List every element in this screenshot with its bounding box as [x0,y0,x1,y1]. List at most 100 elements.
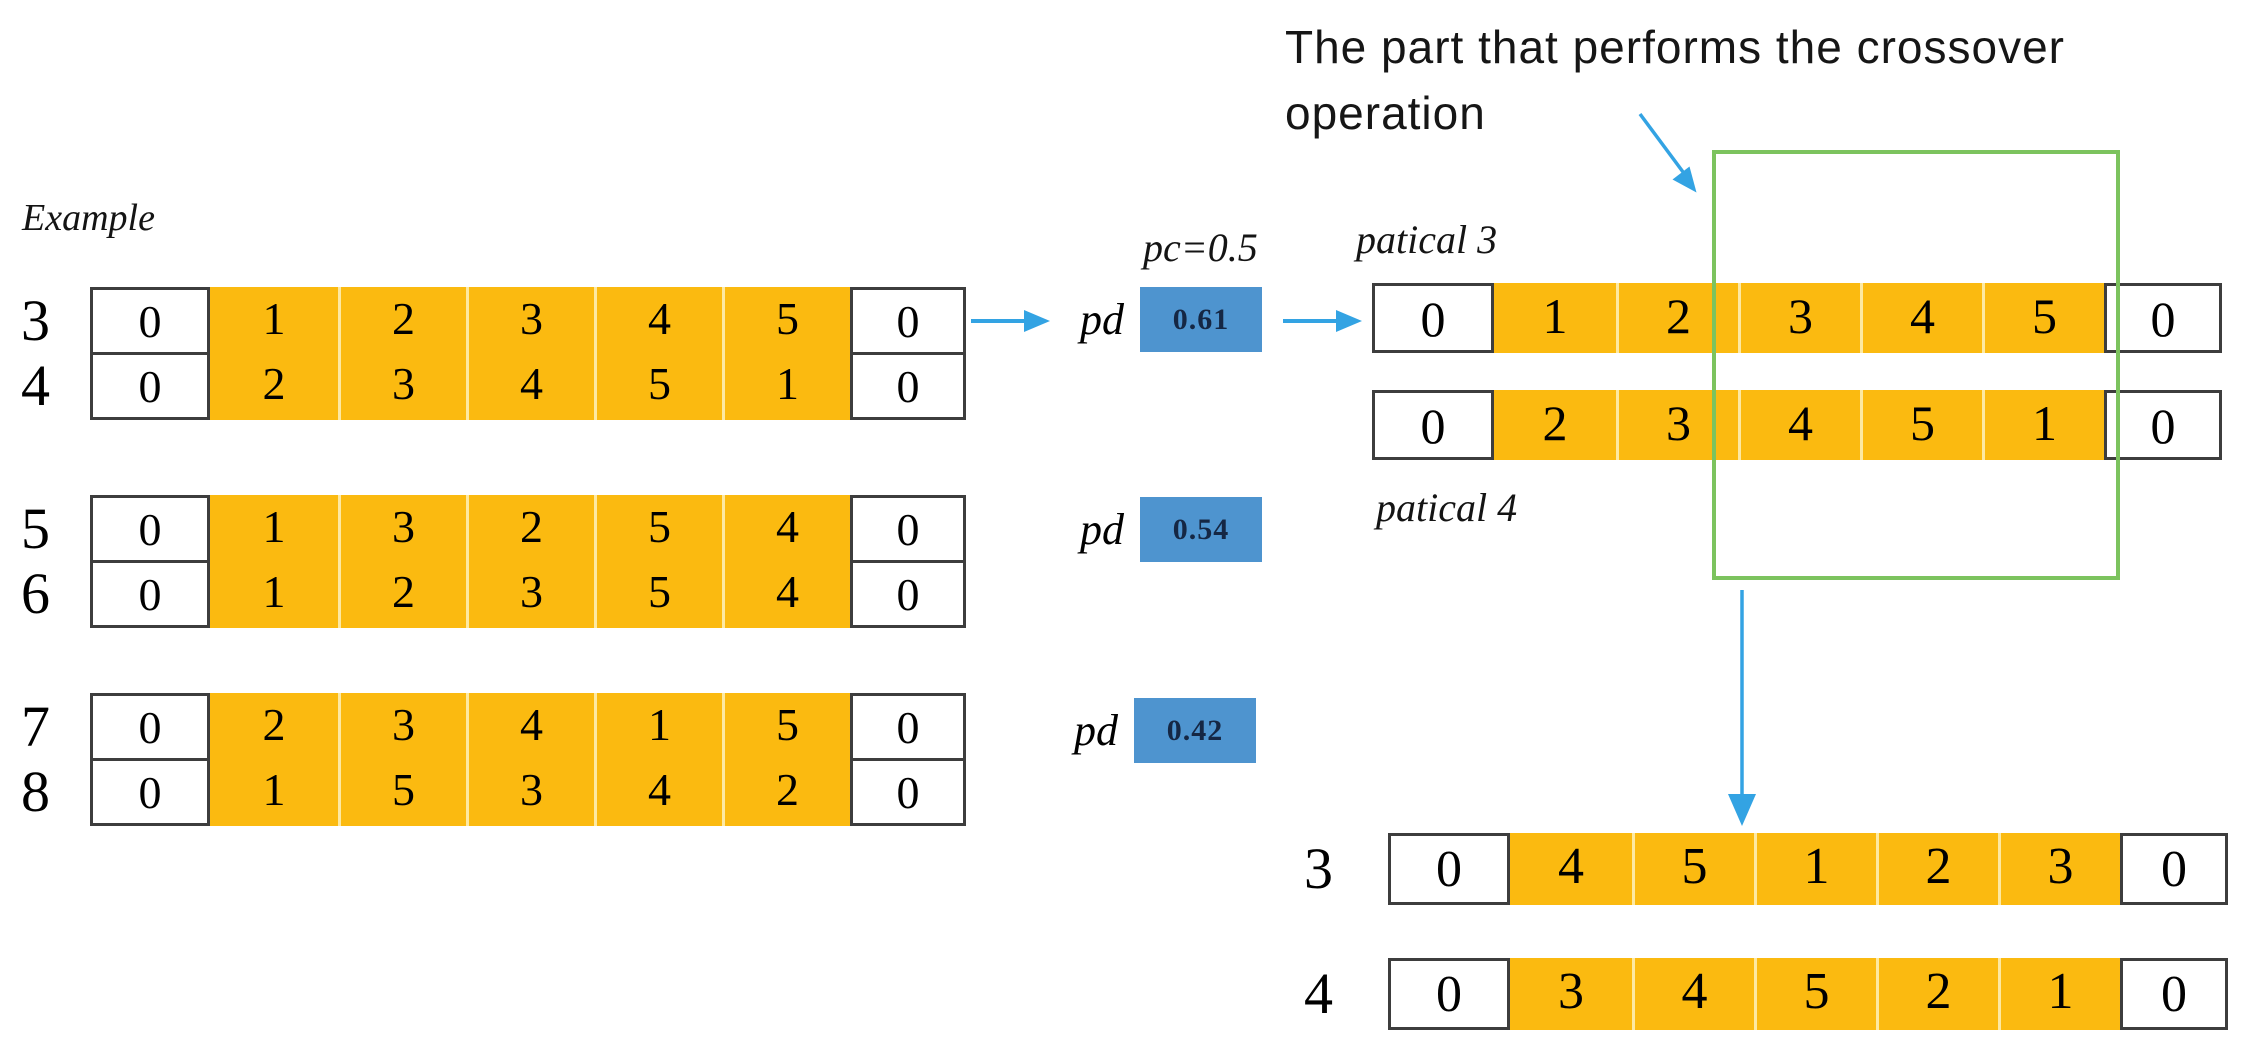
gene-cell: 2 [1494,390,1616,460]
depot-cell: 0 [1388,833,1510,905]
row-label: 4 [1304,961,1333,1026]
diagram-title: The part that performs the crossover ope… [1285,14,2065,146]
gene-cell: 1 [1982,390,2104,460]
depot-cell: 0 [90,693,210,761]
gene-cell: 5 [594,352,722,420]
pd-value-box: 0.42 [1134,698,1256,763]
gene-cell: 4 [722,560,850,628]
diagram-title-line1: The part that performs the crossover [1285,21,2065,73]
gene-cell: 2 [1616,283,1738,353]
example-label: Example [22,197,155,239]
pd-label: pd [1074,706,1118,755]
depot-cell: 0 [1372,390,1494,460]
gene-cell: 2 [210,352,338,420]
row-label: 3 [1304,836,1333,901]
pd-value-box: 0.54 [1140,497,1262,562]
pd-label: pd [1080,295,1124,344]
gene-cell: 2 [338,287,466,355]
gene-cell: 1 [1494,283,1616,353]
gene-cell: 5 [338,758,466,826]
depot-cell: 0 [90,352,210,420]
gene-cell: 2 [1876,958,1998,1030]
result-flow-arrow-icon [1728,590,1756,826]
gene-cell: 4 [722,495,850,563]
gene-cell: 2 [1876,833,1998,905]
crossover-flow-arrow-icon [1283,310,1362,332]
gene-cell: 3 [1738,283,1860,353]
depot-cell: 0 [90,287,210,355]
row-label: 8 [21,759,50,824]
depot-cell: 0 [2120,958,2228,1030]
depot-cell: 0 [1388,958,1510,1030]
gene-cell: 5 [722,693,850,761]
title-pointer-arrow-icon [1638,112,1697,193]
gene-cell: 2 [466,495,594,563]
depot-cell: 0 [2120,833,2228,905]
depot-cell: 0 [90,495,210,563]
gene-cell: 4 [1738,390,1860,460]
pd-value-box: 0.61 [1140,287,1262,352]
gene-cell: 4 [1860,283,1982,353]
gene-cell: 1 [210,758,338,826]
gene-cell: 4 [466,352,594,420]
gene-cell: 5 [1860,390,1982,460]
gene-cell: 3 [1998,833,2120,905]
gene-cell: 1 [210,287,338,355]
gene-cell: 4 [594,758,722,826]
gene-cell: 5 [1754,958,1876,1030]
gene-cell: 5 [594,560,722,628]
gene-cell: 5 [722,287,850,355]
gene-cell: 5 [594,495,722,563]
diagram-title-line2: operation [1285,87,1486,139]
gene-cell: 4 [466,693,594,761]
gene-cell: 1 [1998,958,2120,1030]
gene-cell: 4 [1632,958,1754,1030]
depot-cell: 0 [2104,283,2222,353]
row-label: 3 [21,288,50,353]
gene-cell: 5 [1632,833,1754,905]
depot-cell: 0 [850,495,966,563]
partical-3-label: patical 3 [1356,217,1498,262]
depot-cell: 0 [1372,283,1494,353]
depot-cell: 0 [90,560,210,628]
gene-cell: 4 [1510,833,1632,905]
gene-cell: 1 [594,693,722,761]
gene-cell: 1 [210,560,338,628]
gene-cell: 2 [338,560,466,628]
selection-flow-arrow-icon [971,310,1050,332]
pd-item-3: pd 0.42 [1074,698,1256,763]
pd-item-2: pd 0.54 [1080,497,1262,562]
gene-cell: 3 [338,495,466,563]
gene-cell: 3 [466,287,594,355]
crossover-region-box [1712,150,2120,580]
gene-cell: 1 [722,352,850,420]
depot-cell: 0 [850,758,966,826]
pc-probability-label: pc=0.5 [1143,225,1258,270]
depot-cell: 0 [850,693,966,761]
gene-cell: 1 [1754,833,1876,905]
partical-4-label: patical 4 [1376,485,1518,530]
gene-cell: 2 [210,693,338,761]
gene-cell: 3 [466,560,594,628]
gene-cell: 3 [1510,958,1632,1030]
pd-label: pd [1080,505,1124,554]
depot-cell: 0 [850,560,966,628]
